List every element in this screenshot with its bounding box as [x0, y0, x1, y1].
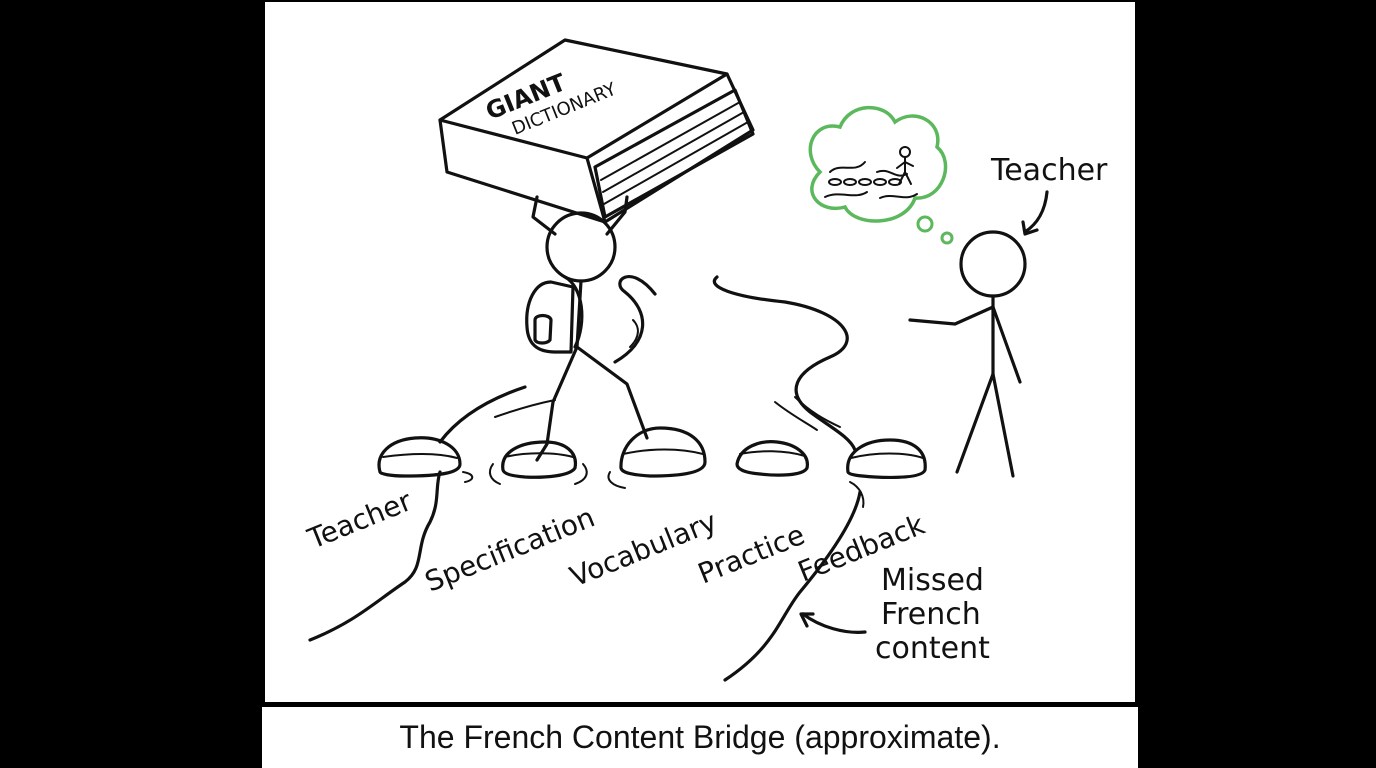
missed-label-line3: content [875, 631, 990, 666]
river-ripple [849, 481, 865, 508]
stepping-stone-5 [846, 438, 927, 480]
giant-dictionary: GIANT DICTIONARY [438, 38, 755, 224]
river-bank-middle [613, 275, 657, 364]
river-ripple [794, 396, 841, 428]
student-leg-left [535, 345, 579, 462]
caption-box: The French Content Bridge (approximate). [262, 707, 1138, 768]
student-leg-right [575, 345, 649, 440]
stepping-stone-4 [735, 440, 809, 477]
teacher-leg-right [991, 372, 1015, 478]
river-ripple [494, 399, 556, 418]
river-bank-right [713, 275, 857, 452]
teacher-figure-label: Teacher [990, 153, 1108, 188]
missed-label-line2: French [881, 597, 981, 632]
student-arm-right [605, 195, 629, 236]
teacher-label-arrowhead [1021, 220, 1039, 236]
missed-label-line1: Missed [881, 563, 984, 598]
student-figure [525, 195, 649, 462]
teacher-head [959, 230, 1027, 298]
stepping-stone-2 [488, 440, 588, 485]
teacher-label-arrow [1023, 190, 1049, 234]
teacher-arm-down [991, 305, 1022, 384]
stone-label-teacher: Teacher [302, 484, 416, 556]
river-bank-lower-right [723, 490, 862, 682]
stepping-stone-3 [607, 426, 707, 489]
river-ripple [629, 319, 639, 348]
stone-label-specification: Specification [420, 501, 599, 599]
river-bank-left [308, 470, 442, 642]
teacher-arm-pointing [908, 305, 995, 326]
student-arm-left [531, 195, 557, 236]
missed-label-arrow [801, 612, 867, 634]
backpack [525, 275, 584, 354]
river-ripple [774, 401, 818, 431]
comic-panel: GIANT DICTIONARY Teacher Teacher Specifi… [265, 2, 1135, 702]
teacher-figure [908, 230, 1027, 478]
caption-text: The French Content Bridge (approximate). [399, 719, 1001, 755]
teacher-leg-left [955, 372, 995, 474]
stepping-stone-1 [377, 436, 474, 483]
thought-bubble [808, 105, 954, 245]
comic-drawing: GIANT DICTIONARY Teacher Teacher Specifi… [302, 38, 1108, 682]
river-bank-left-upper [438, 385, 527, 444]
missed-label-arrowhead [799, 612, 815, 628]
